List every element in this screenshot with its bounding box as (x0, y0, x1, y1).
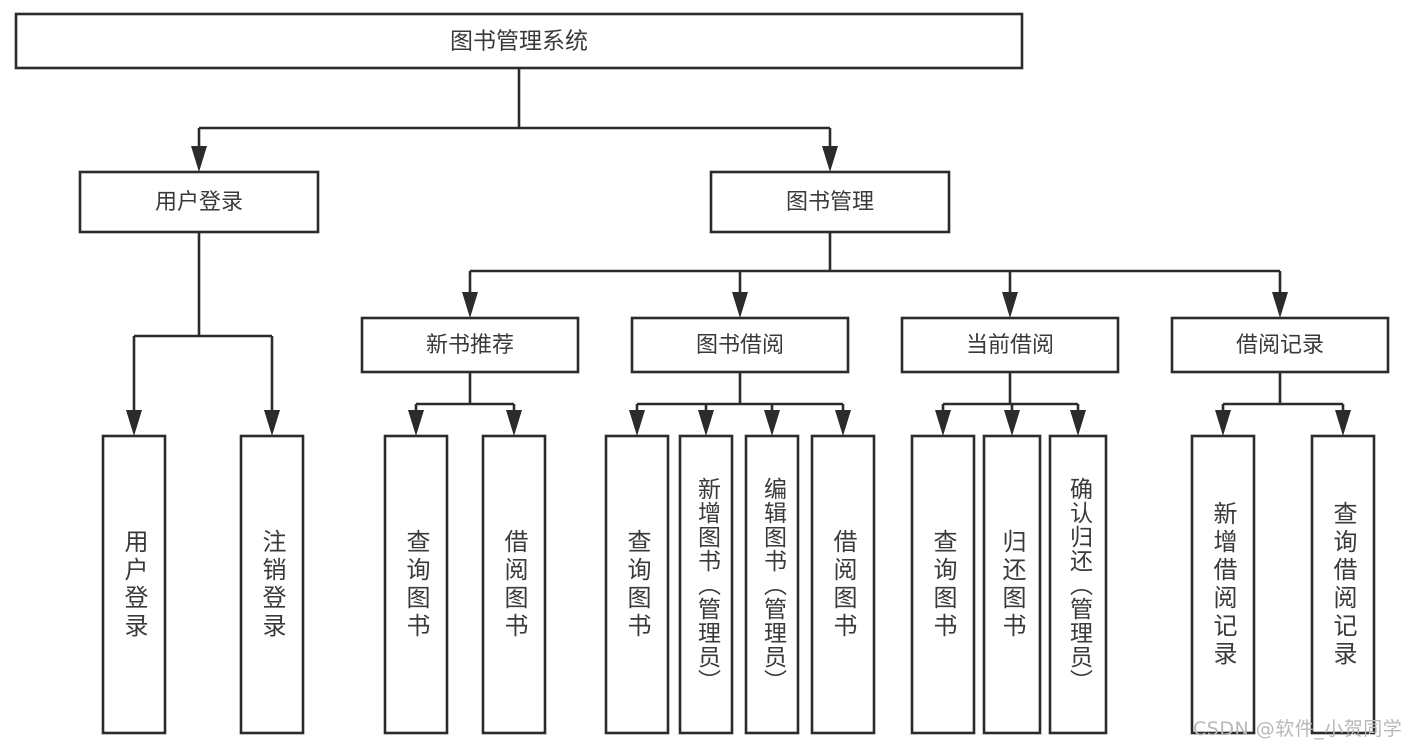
connector-arrow-icon (1335, 410, 1351, 436)
connector-arrow-icon (1002, 292, 1018, 318)
node-box-leaf-add-record[interactable] (1190, 434, 1256, 735)
node-box-current-borrow[interactable] (900, 316, 1120, 374)
node-box-leaf-query-book-1[interactable] (383, 434, 449, 735)
connector-group-current-borrow (935, 372, 1086, 436)
watermark-text: CSDN @软件_小贺同学 (1193, 718, 1403, 740)
connector-arrow-icon (408, 410, 424, 436)
node-box-leaf-query-record[interactable] (1310, 434, 1376, 735)
connector-arrow-icon (1070, 410, 1086, 436)
box-layer (14, 12, 1390, 735)
connector-arrow-icon (835, 410, 851, 436)
node-label: 图书管理系统 (450, 29, 588, 55)
connector-group-root (191, 68, 838, 172)
node-box-leaf-borrow-book-1[interactable] (481, 434, 547, 735)
connector-arrow-icon (191, 146, 207, 172)
connector-arrow-icon (629, 410, 645, 436)
connector-arrow-icon (698, 410, 714, 436)
node-label: 当前借阅 (966, 333, 1054, 358)
connector-group-new-book-rec (408, 372, 522, 436)
node-box-book-admin[interactable] (709, 170, 951, 234)
node-box-leaf-return-book[interactable] (982, 434, 1042, 735)
node-box-leaf-edit-book[interactable] (744, 434, 800, 735)
node-box-root[interactable] (14, 12, 1024, 70)
node-box-leaf-query-book-2[interactable] (604, 434, 670, 735)
node-box-leaf-confirm-return[interactable] (1048, 434, 1108, 735)
node-box-leaf-user-login[interactable] (101, 434, 167, 735)
node-box-leaf-query-book-3[interactable] (910, 434, 976, 735)
connector-layer (126, 68, 1351, 436)
connector-group-book-borrow (629, 372, 851, 436)
node-box-book-borrow[interactable] (630, 316, 850, 374)
connector-arrow-icon (732, 292, 748, 318)
connector-arrow-icon (1004, 410, 1020, 436)
connector-arrow-icon (126, 410, 142, 436)
connector-group-book-admin (462, 232, 1288, 318)
node-label: 新书推荐 (426, 333, 514, 358)
node-box-new-book-rec[interactable] (360, 316, 580, 374)
connector-arrow-icon (764, 410, 780, 436)
node-label: 借阅记录 (1236, 333, 1324, 358)
connector-arrow-icon (462, 292, 478, 318)
node-label: 图书管理 (786, 190, 874, 215)
connector-group-user-login (126, 232, 280, 436)
node-box-user-login[interactable] (78, 170, 320, 234)
node-label: 图书借阅 (696, 333, 784, 358)
connector-group-borrow-record (1215, 372, 1351, 436)
node-box-leaf-borrow-book-2[interactable] (810, 434, 876, 735)
connector-arrow-icon (1272, 292, 1288, 318)
node-box-borrow-record[interactable] (1170, 316, 1390, 374)
connector-arrow-icon (1215, 410, 1231, 436)
node-label: 用户登录 (155, 190, 243, 215)
connector-arrow-icon (264, 410, 280, 436)
connector-arrow-icon (935, 410, 951, 436)
node-box-leaf-add-book[interactable] (678, 434, 734, 735)
node-box-leaf-user-logout[interactable] (239, 434, 305, 735)
connector-arrow-icon (506, 410, 522, 436)
connector-arrow-icon (822, 146, 838, 172)
